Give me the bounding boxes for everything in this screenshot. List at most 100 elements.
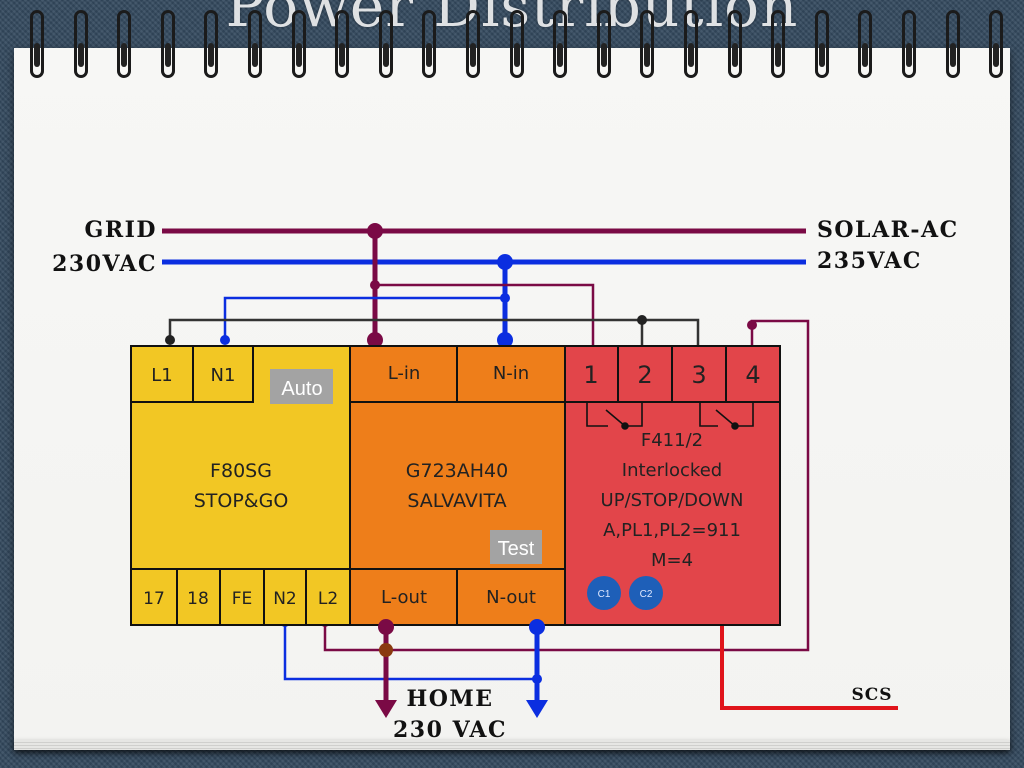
actuator-function-label: UP/STOP/DOWN	[601, 490, 744, 511]
terminal-2	[617, 345, 673, 403]
n1-terminal-dot	[220, 335, 230, 345]
actuator-address-label: A,PL1,PL2=911	[603, 520, 741, 541]
salvavita-model-label: G723AH40	[406, 460, 508, 482]
terminal-n-out-label: N-out	[486, 587, 536, 608]
terminal-18	[176, 568, 221, 626]
binding-ring	[727, 10, 742, 78]
binding-ring	[814, 10, 829, 78]
binding-ring	[335, 10, 350, 78]
solar-voltage-label: 235VAC	[817, 248, 922, 274]
grid-label: GRID	[85, 217, 157, 243]
l-in-terminal-dot	[367, 332, 383, 348]
terminal-17-label: 17	[143, 589, 165, 609]
actuator-model-label: F411/2	[641, 430, 703, 451]
phase-branch-to-terminal-1	[375, 283, 595, 346]
terminal-3	[671, 345, 727, 403]
terminal-18-label: 18	[187, 589, 209, 609]
stopgo-model-label: F80SG	[210, 460, 272, 482]
binding-ring	[117, 10, 132, 78]
binding-ring	[160, 10, 175, 78]
binding-ring	[640, 10, 655, 78]
scs-label: SCS	[851, 685, 892, 705]
n-out-terminal-dot	[529, 619, 545, 635]
scs-bus-wire	[720, 626, 898, 710]
terminal-1	[564, 345, 619, 403]
test-button[interactable]	[490, 530, 542, 564]
binding-ring	[30, 10, 44, 78]
terminal-l1-label: L1	[151, 365, 172, 386]
common-wire	[168, 318, 700, 346]
terminal-2-label: 2	[637, 361, 652, 389]
terminal-4-label: 4	[745, 361, 760, 389]
binding-ring	[291, 10, 306, 78]
terminal-l1	[130, 345, 194, 403]
notebook-page-stack	[14, 740, 1010, 750]
home-neutral-arrow	[526, 700, 548, 718]
binding-ring	[553, 10, 568, 78]
binding-ring	[945, 10, 960, 78]
binding-ring	[466, 10, 480, 78]
terminal-n-out	[456, 568, 566, 626]
c1-led	[587, 576, 621, 610]
phase-branch-dot	[370, 280, 380, 290]
binding-ring	[73, 10, 88, 78]
terminal-n1-label: N1	[211, 365, 236, 386]
home-phase-arrow	[375, 700, 397, 718]
terminal-n-in	[456, 345, 566, 403]
salvavita-name-label: SALVAVITA	[407, 490, 506, 512]
actuator-mode-label: Interlocked	[622, 460, 722, 481]
n-in-terminal-dot	[497, 332, 513, 348]
c2-led-label: C2	[640, 589, 653, 600]
common-junction-dot	[637, 315, 647, 325]
home-label: HOME	[406, 686, 493, 712]
terminal-l2	[305, 568, 351, 626]
phase-junction-dot	[367, 223, 383, 239]
binding-ring	[989, 10, 1004, 78]
actuator-mode-m-label: M=4	[651, 550, 693, 571]
auto-button[interactable]	[270, 369, 333, 404]
grid-voltage-label: 230VAC	[52, 251, 157, 277]
l1-terminal-dot	[165, 335, 175, 345]
neutral-branch-to-n1	[223, 296, 505, 340]
c2-led	[629, 576, 663, 610]
terminal-l-out	[349, 568, 458, 626]
relay-switch-symbol-left	[586, 402, 643, 430]
binding-ring	[596, 10, 611, 78]
binding-ring	[378, 10, 393, 78]
binding-ring	[684, 10, 698, 78]
terminal-fe	[219, 568, 265, 626]
terminal-1-label: 1	[583, 361, 598, 389]
binding-ring	[204, 10, 219, 78]
test-button-label: Test	[498, 538, 535, 560]
terminal-l-out-label: L-out	[381, 587, 427, 608]
binding-ring	[858, 10, 873, 78]
neutral-branch-dot	[500, 293, 510, 303]
c1-led-label: C1	[598, 589, 611, 600]
terminal-4	[725, 345, 781, 403]
terminal-n1	[192, 345, 254, 403]
terminal-n-in-label: N-in	[493, 363, 529, 384]
solar-label: SOLAR-AC	[817, 217, 959, 243]
stopgo-name-label: STOP&GO	[194, 490, 289, 512]
binding-ring	[509, 10, 524, 78]
binding-ring	[248, 10, 262, 78]
l-out-terminal-dot	[378, 619, 394, 635]
terminal-l-in-label: L-in	[388, 363, 421, 384]
home-voltage-label: 230 VAC	[393, 717, 507, 743]
relay-switch-symbol-right	[699, 402, 754, 430]
auto-button-label: Auto	[281, 378, 322, 400]
neutral-junction-dot	[497, 254, 513, 270]
terminal-n2-label: N2	[273, 589, 297, 609]
binding-ring	[902, 10, 916, 78]
binding-ring	[422, 10, 437, 78]
terminal-3-label: 3	[691, 361, 706, 389]
terminal-n2	[263, 568, 307, 626]
binding-ring	[771, 10, 786, 78]
n2-to-home-neutral-wire	[283, 622, 537, 681]
terminal-l2-label: L2	[318, 589, 338, 609]
home-phase-junction-dot	[379, 643, 393, 657]
terminal-4-dot	[747, 320, 757, 330]
terminal-l-in	[349, 345, 458, 403]
terminal-fe-label: FE	[232, 589, 253, 609]
